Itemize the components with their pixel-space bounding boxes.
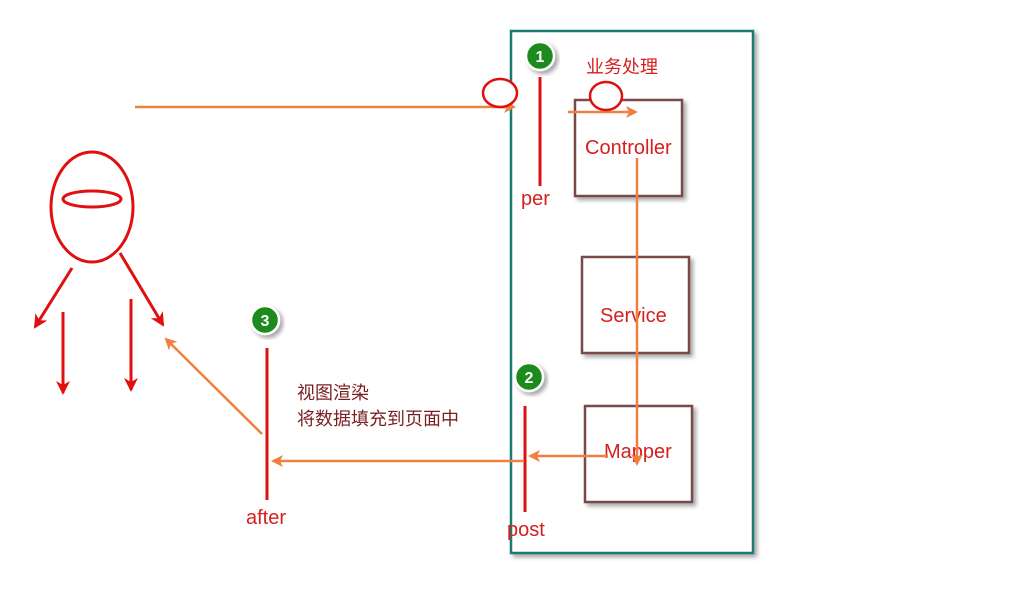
user-left-arm-icon	[33, 267, 74, 329]
render-label-line1: 视图渲染	[297, 383, 369, 404]
user-figure	[33, 150, 165, 395]
badge-1-number: 1	[536, 49, 545, 66]
service-box	[580, 255, 691, 355]
service-label: Service	[600, 305, 667, 327]
user-right-arm-icon	[118, 252, 165, 327]
render-label-line2: 将数据填充到页面中	[297, 409, 459, 430]
badge-3-number: 3	[261, 313, 270, 330]
badge-2-number: 2	[525, 370, 534, 387]
response-arrow	[164, 337, 263, 435]
user-eyes	[61, 189, 123, 209]
per-label: per	[521, 188, 550, 210]
after-label: after	[246, 507, 286, 529]
badge-3: 3	[249, 304, 281, 336]
interceptor-oval-2	[588, 80, 624, 112]
badge-2: 2	[513, 361, 545, 393]
badge-1: 1	[524, 40, 556, 72]
post-label: post	[507, 519, 545, 541]
business-label: 业务处理	[586, 57, 658, 78]
interceptor-oval-1	[481, 77, 519, 109]
controller-label: Controller	[585, 137, 672, 159]
